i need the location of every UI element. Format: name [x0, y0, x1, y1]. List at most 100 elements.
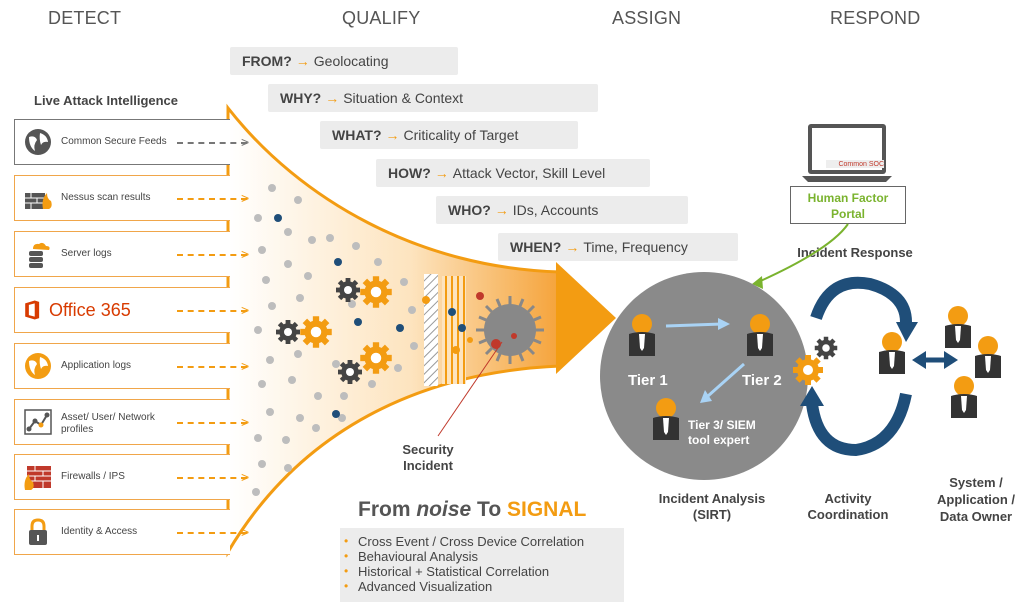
globe-icon — [25, 353, 51, 379]
signal-list-box: Cross Event / Cross Device Correlation B… — [340, 528, 624, 602]
qualify-what-box: WHAT?→Criticality of Target — [320, 121, 578, 149]
server-cloud-icon — [29, 242, 50, 268]
qualify-answer: IDs, Accounts — [512, 202, 599, 218]
arrow-right-icon: → — [325, 90, 340, 106]
dashed-arrow — [177, 254, 247, 256]
qualify-when-box: WHEN?→Time, Frequency — [498, 233, 738, 261]
network-icon — [24, 409, 52, 435]
gear-icon — [793, 355, 823, 385]
tier2-label: Tier 2 — [742, 372, 782, 389]
source-label: Common Secure Feeds — [61, 136, 167, 147]
arrow-head-icon: > — [241, 302, 250, 318]
list-item: Cross Event / Cross Device Correlation — [340, 534, 624, 549]
dashed-arrow — [177, 198, 247, 200]
portal-connector — [755, 223, 849, 284]
office365-icon — [25, 300, 40, 320]
source-nessus: Nessus scan results > — [14, 175, 249, 221]
security-incident-pointer — [437, 341, 503, 437]
qualify-how-box: HOW?→Attack Vector, Skill Level — [376, 159, 650, 187]
person-responder — [879, 332, 905, 374]
dashed-arrow — [177, 422, 247, 424]
phase-detect: DETECT — [48, 8, 122, 28]
activity-coordination-heading: Activity Coordination — [807, 491, 889, 522]
person-owner-3 — [951, 376, 977, 418]
funnel-arrow-head — [556, 262, 616, 374]
arrow-right-icon: → — [494, 202, 509, 218]
arrow-down-left-icon — [700, 390, 712, 403]
source-identity-access: Identity & Access > — [14, 509, 249, 555]
security-incident-label: Security Incident — [402, 442, 454, 473]
arrow-right-icon — [944, 351, 958, 369]
qualify-question: WHEN? — [510, 239, 562, 255]
source-label: Server logs — [61, 248, 112, 259]
arrow-right-icon: → — [565, 239, 580, 255]
person-tier2 — [747, 314, 773, 356]
qualify-answer: Situation & Context — [343, 90, 464, 106]
signal-noise: noise — [416, 498, 472, 521]
virus-icon — [476, 296, 544, 364]
tier3-label: Tier 3/ SIEM tool expert — [688, 418, 756, 447]
source-common-secure-feeds: Common Secure Feeds > — [14, 119, 249, 165]
dashed-arrow — [177, 366, 247, 368]
incident-analysis-heading: Incident Analysis (SIRT) — [658, 491, 766, 522]
brick-wall-fire-icon — [24, 466, 51, 490]
source-server-logs: Server logs > — [14, 231, 249, 277]
dashed-arrow — [177, 142, 247, 144]
system-owner-heading: System / Application / Data Owner — [937, 475, 1015, 524]
arrow-left-icon — [912, 351, 926, 369]
person-tier1 — [629, 314, 655, 356]
dashed-arrow — [177, 532, 247, 534]
office365-label: Office 365 — [49, 300, 131, 320]
qualify-answer: Attack Vector, Skill Level — [452, 165, 606, 181]
arrow-head-icon: > — [241, 524, 250, 540]
person-owner-2 — [975, 336, 1001, 378]
laptop-icon — [802, 124, 892, 182]
gear-icon — [814, 336, 838, 360]
source-label: Asset/ User/ Network profiles — [61, 412, 155, 435]
signal-title: From noise To SIGNAL — [358, 498, 586, 522]
source-office365: Office 365 > — [14, 287, 249, 333]
source-application-logs: Application logs > — [14, 343, 249, 389]
dashed-arrow — [177, 477, 247, 479]
signal-to: To — [477, 498, 502, 521]
arrow-head-icon: > — [241, 469, 250, 485]
qualify-question: HOW? — [388, 165, 431, 181]
human-factor-portal: Human Factor Portal — [790, 186, 906, 224]
list-item: Historical + Statistical Correlation — [340, 564, 624, 579]
phase-respond: RESPOND — [830, 8, 921, 28]
qualify-answer: Geolocating — [313, 53, 389, 69]
person-tier3 — [653, 398, 679, 440]
arrow-head-icon: > — [241, 134, 250, 150]
qualify-who-box: WHO?→IDs, Accounts — [436, 196, 688, 224]
firewall-fire-icon — [25, 193, 52, 209]
list-item: Advanced Visualization — [340, 579, 624, 594]
qualify-from-box: FROM?→Geolocating — [230, 47, 458, 75]
qualify-answer: Time, Frequency — [583, 239, 688, 255]
arrow-head-icon: > — [241, 414, 250, 430]
qualify-question: FROM? — [242, 53, 292, 69]
signal-from: From — [358, 498, 411, 521]
list-item: Behavioural Analysis — [340, 549, 624, 564]
source-label: Application logs — [61, 360, 132, 371]
respond-loop-top — [810, 276, 912, 323]
signal-word: SIGNAL — [507, 498, 587, 521]
arrow-right-icon: → — [434, 165, 449, 181]
arrow-right-icon: → — [385, 127, 400, 143]
qualify-answer: Criticality of Target — [403, 127, 519, 143]
tier1-label: Tier 1 — [628, 372, 668, 389]
person-owner-1 — [945, 306, 971, 348]
padlock-icon — [29, 518, 47, 545]
respond-loop-bottom — [806, 392, 912, 457]
source-firewalls: Firewalls / IPS > — [14, 454, 249, 500]
arrow-head-icon: > — [241, 190, 250, 206]
qualify-question: WHY? — [280, 90, 322, 106]
laptop-screen-text: Common SOC — [838, 161, 884, 168]
qualify-question: WHO? — [448, 202, 491, 218]
source-label: Firewalls / IPS — [61, 471, 125, 482]
arrow-right-icon: → — [295, 53, 310, 69]
source-asset-profiles: Asset/ User/ Network profiles > — [14, 399, 249, 445]
qualify-question: WHAT? — [332, 127, 382, 143]
qualify-why-box: WHY?→Situation & Context — [268, 84, 598, 112]
